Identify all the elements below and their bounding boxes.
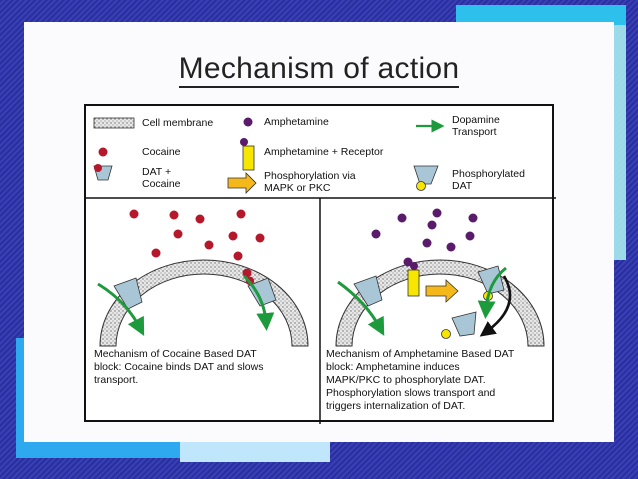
legend-cell-membrane: Cell membrane: [142, 117, 214, 129]
legend-dat-cocaine: DAT + Cocaine: [142, 166, 181, 190]
legend-dopamine-transport: Dopamine Transport: [452, 114, 500, 138]
amph-receptor-swatch: [240, 138, 248, 146]
accent-block-blue-bottom: [180, 440, 330, 462]
amphetamine-panel: [335, 208, 545, 347]
accent-block-blue-top: [456, 5, 626, 25]
legend-phosphorylated-dat: Phosphorylated DAT: [452, 168, 525, 192]
amphetamine-swatch: [243, 117, 253, 127]
phosphorylation-swatch: [227, 172, 257, 194]
legend-amphetamine-receptor: Amphetamine + Receptor: [264, 146, 384, 158]
phospho-dat-swatch: [413, 165, 439, 185]
membrane-swatch: [93, 117, 135, 129]
legend-cocaine: Cocaine: [142, 146, 181, 158]
legend-phosphorylation: Phosphorylation via MAPK or PKC: [264, 170, 356, 194]
slide-title: Mechanism of action: [0, 52, 638, 88]
legend-amphetamine: Amphetamine: [264, 116, 329, 128]
amphetamine-caption: Mechanism of Amphetamine Based DAT block…: [326, 348, 515, 412]
cocaine-caption: Mechanism of Cocaine Based DAT block: Co…: [94, 348, 264, 386]
mechanism-figure: Cell membrane Cocaine DAT + Cocaine Amph…: [84, 104, 556, 424]
figure-drawing: [86, 117, 556, 424]
cocaine-panel: [97, 209, 309, 347]
cocaine-swatch: [98, 147, 108, 157]
